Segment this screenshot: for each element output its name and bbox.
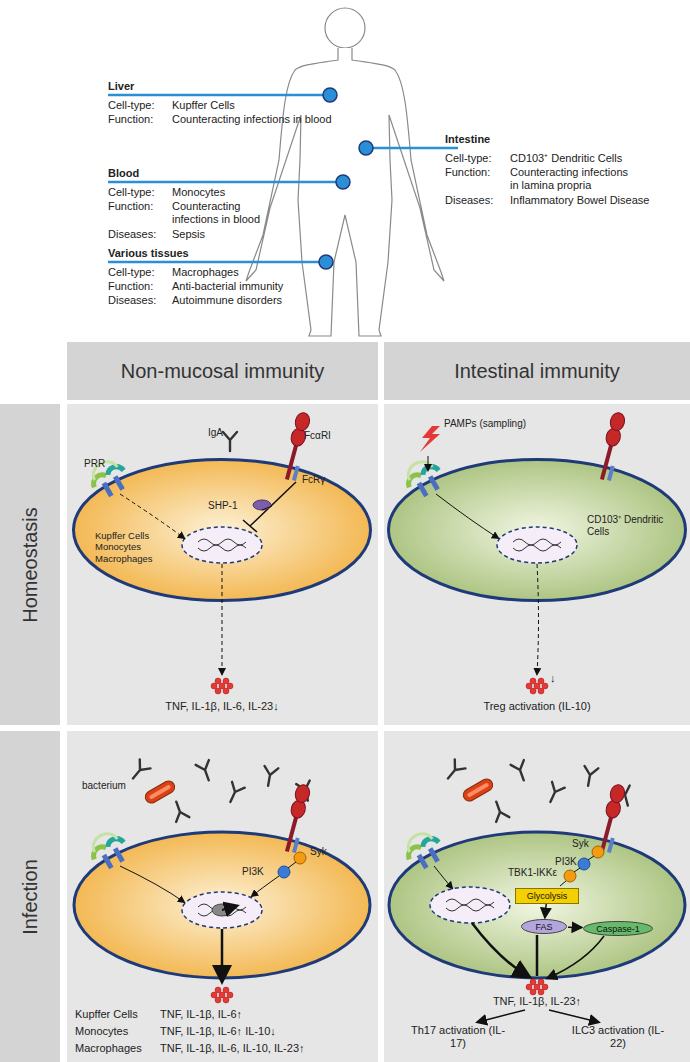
column-header: Intestinal immunity	[384, 342, 690, 400]
text-label: Macrophages	[75, 1042, 142, 1055]
node-text: Caspase-1	[582, 923, 654, 934]
text-label: TBK1-IKKε	[508, 867, 557, 879]
text-label: Function:	[108, 113, 153, 126]
text-label: Autoimmune disorders	[172, 294, 282, 307]
node-text: CD103⁺ Dendritic Cells	[587, 514, 669, 538]
text-label: Intestine	[445, 133, 490, 146]
text-label: Monocytes	[75, 1025, 128, 1038]
text-label: CD103⁺ Dendritic Cells	[510, 152, 622, 165]
text-label: Function:	[445, 166, 490, 179]
fas-oval: FAS	[520, 918, 568, 935]
row-header: Homeostasis	[0, 404, 60, 725]
text-label: Counteracting infections in blood	[172, 200, 272, 226]
text-label: SHP-1	[208, 500, 237, 512]
text-label: Macrophages	[172, 266, 239, 279]
text-label: Cell-type:	[445, 152, 491, 165]
node-text: Non-mucosal immunity	[67, 359, 378, 383]
text-label: TNF, IL-1β, IL-6↑	[160, 1008, 242, 1021]
text-label: FcαRI	[304, 430, 331, 442]
row-header: Infection	[0, 731, 60, 1062]
text-label: ILC3 activation (IL-22)	[568, 1024, 668, 1050]
text-label: PAMPs (sampling)	[444, 418, 526, 430]
text-label: PI3K	[555, 856, 577, 868]
text-label: Syk	[572, 838, 589, 850]
text-label: bacterium	[82, 780, 126, 792]
text-label: Kupffer Cells	[75, 1008, 138, 1021]
caspase-oval: Caspase-1	[582, 920, 654, 937]
node-text: Glycolysis	[516, 891, 578, 902]
node-text: FAS	[520, 921, 568, 932]
node-text: Intestinal immunity	[384, 359, 690, 383]
text-label: Cell-type:	[108, 266, 154, 279]
text-label: TNF, IL-1β, IL-6↑ IL-10↓	[160, 1025, 276, 1038]
text-label: Function:	[108, 200, 153, 213]
text-label: Sepsis	[172, 228, 205, 241]
text-label: FcRγ	[302, 474, 325, 486]
connector-arrow	[545, 904, 546, 918]
text-label: IgA	[208, 427, 223, 439]
text-label: Counteracting infections in blood	[172, 113, 332, 126]
glycolysis-box: Glycolysis	[515, 888, 579, 904]
text-label: Cell-type:	[108, 99, 154, 112]
node-text: Infection	[18, 859, 42, 935]
text-label: PRR	[84, 458, 105, 470]
text-label: ↓	[550, 672, 556, 685]
text-label: Kupffer Cells	[172, 99, 235, 112]
text-label: Treg activation (IL-10)	[482, 700, 592, 713]
column-header: Non-mucosal immunity	[67, 342, 378, 400]
text-label: Monocytes	[172, 186, 225, 199]
text-label: PI3K	[242, 866, 264, 878]
text-label: Cell-type:	[108, 186, 154, 199]
connector-arrow	[568, 926, 582, 928]
node-text: Kupffer Cells Monocytes Macrophages	[95, 530, 159, 564]
node-text: Homeostasis	[18, 507, 42, 623]
text-label: Anti-bacterial immunity	[172, 280, 283, 293]
text-label: TNF, IL-1β, IL-6, IL-23↓	[165, 700, 278, 713]
text-label: Syk	[310, 846, 327, 858]
text-label: Inflammatory Bowel Disease	[510, 194, 649, 207]
text-label: Th17 activation (IL-17)	[408, 1024, 508, 1050]
text-label: Diseases:	[108, 228, 156, 241]
text-label: Blood	[108, 167, 139, 180]
text-label: Diseases:	[108, 294, 156, 307]
text-label: Various tissues	[108, 247, 189, 260]
text-label: TNF, IL-1β, IL-23↑	[493, 995, 581, 1008]
text-label: Counteracting infections in lamina propr…	[510, 166, 628, 192]
text-label: Diseases:	[445, 194, 493, 207]
text-label: TNF, IL-1β, IL-6, IL-10, IL-23↑	[160, 1042, 305, 1055]
text-label: Function:	[108, 280, 153, 293]
text-label: Liver	[108, 80, 134, 93]
